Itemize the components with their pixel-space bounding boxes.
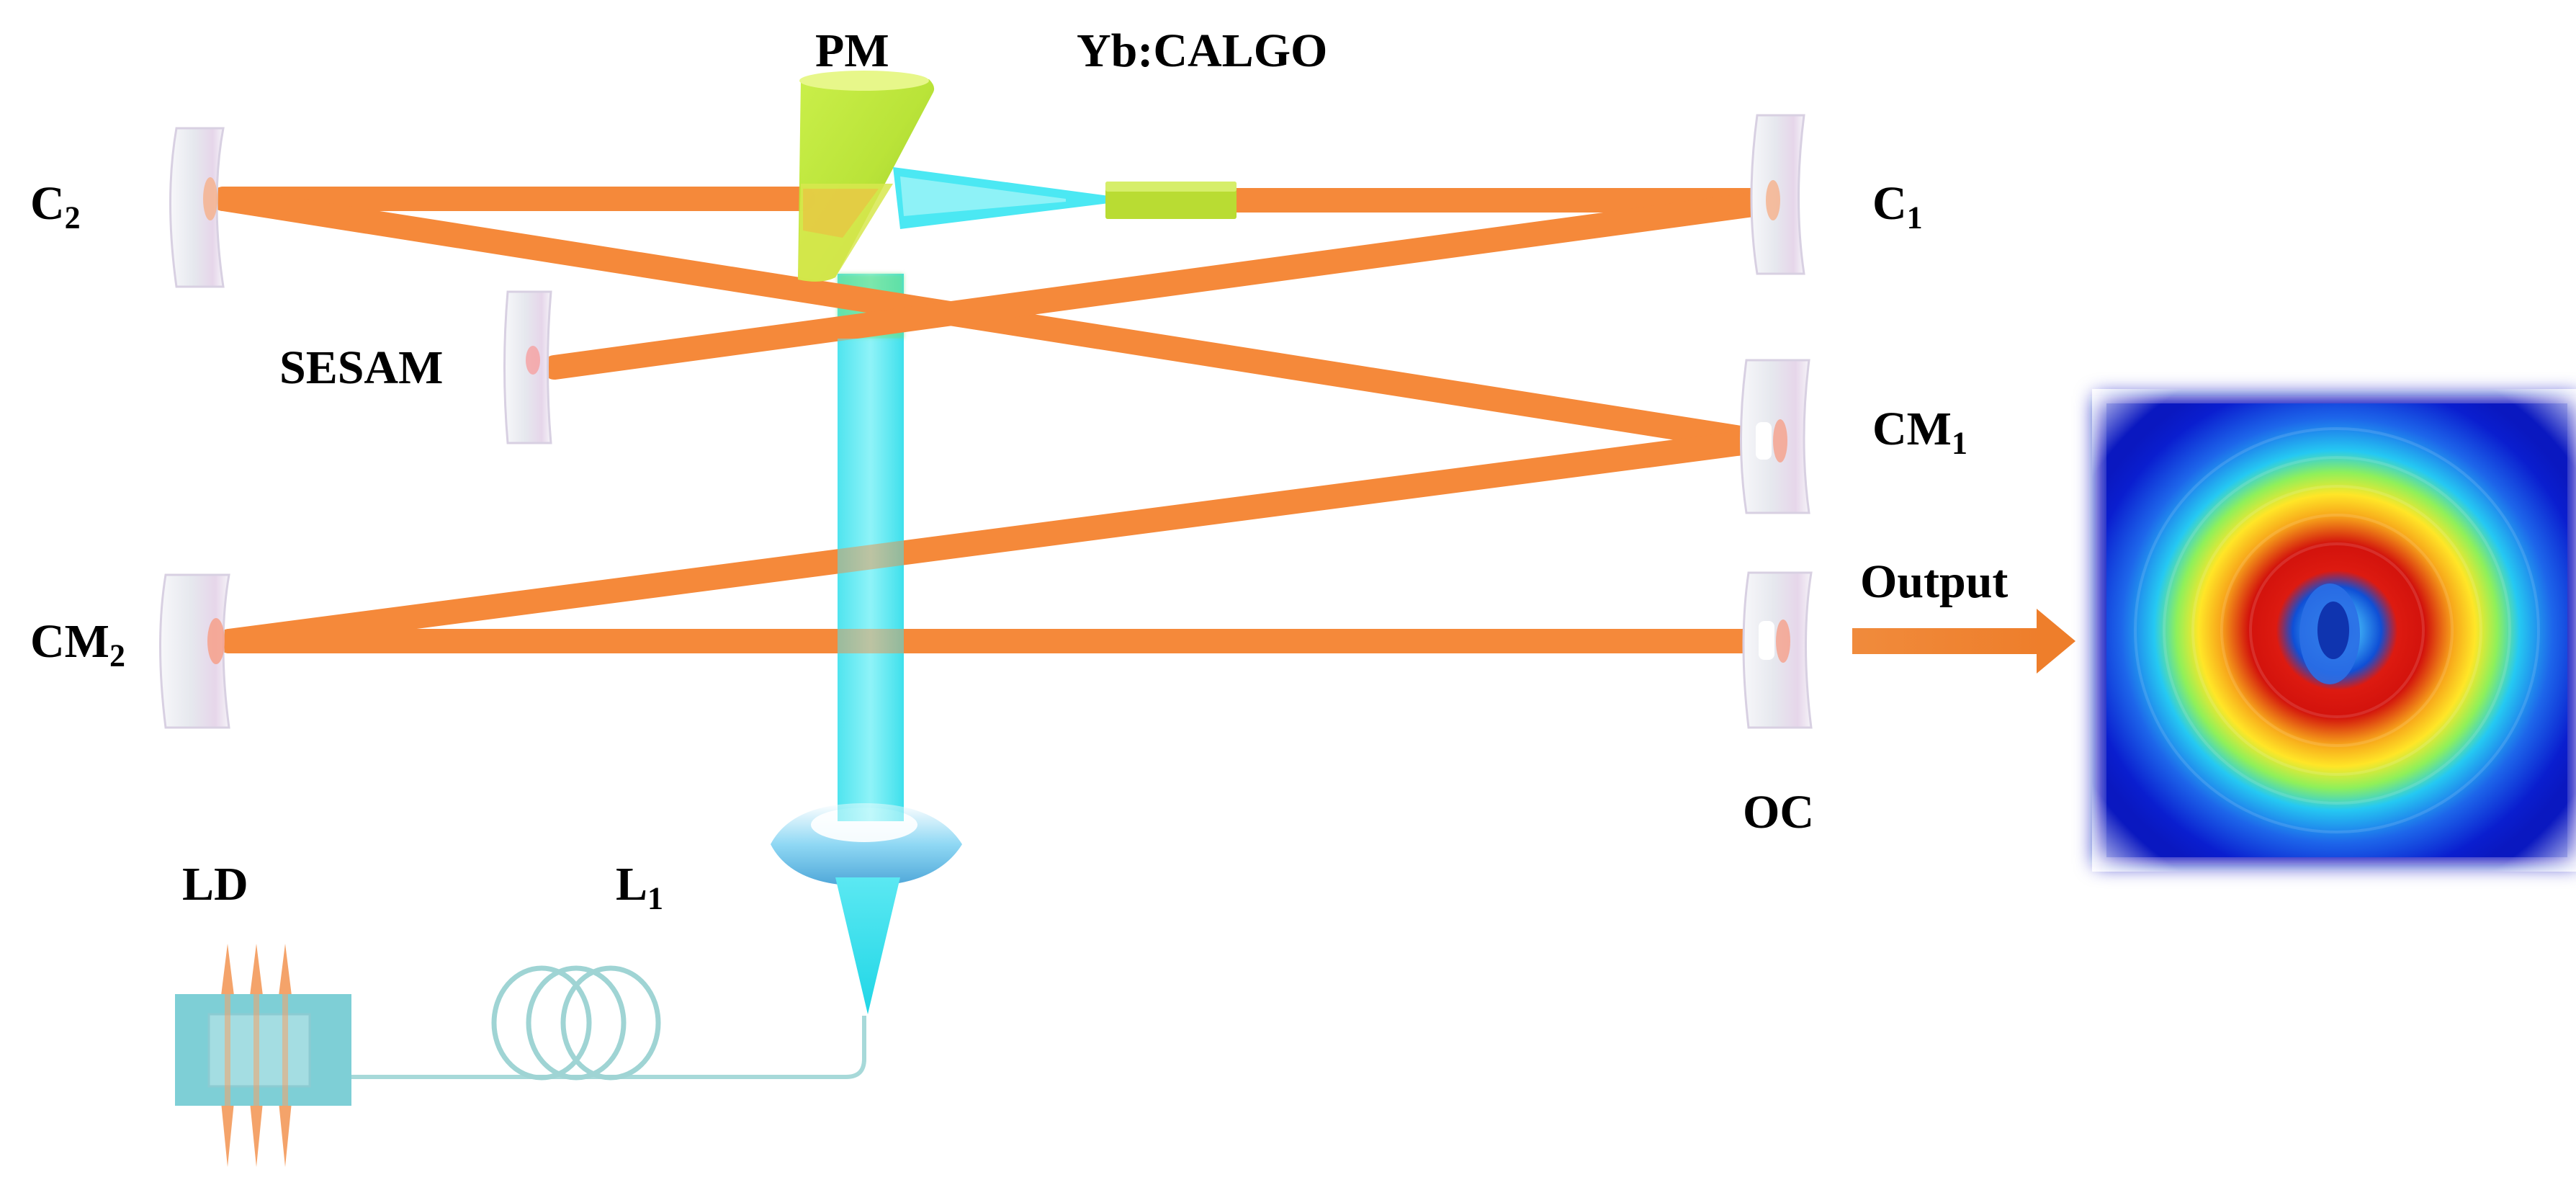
label-ld: LD: [182, 858, 248, 911]
prism-mirror-icon: [798, 71, 935, 282]
label-oc: OC: [1743, 786, 1814, 838]
label-cm1: CM1: [1872, 403, 1967, 461]
output-arrow-icon: [1852, 609, 2075, 674]
mirror-oc: [1742, 571, 1813, 729]
mirror-sesam: [503, 290, 552, 444]
mirror-c1: [1750, 114, 1805, 275]
label-l1: L1: [616, 858, 664, 916]
label-crystal: Yb:CALGO: [1077, 24, 1328, 77]
label-c2: C2: [30, 177, 81, 236]
fiber-line: [346, 1016, 866, 1079]
laser-beam: [211, 187, 1797, 653]
pump-cone: [835, 877, 900, 1014]
beam-profile-image: [2092, 389, 2576, 872]
label-pm: PM: [815, 24, 889, 77]
pump-beam-overlay: [838, 339, 904, 821]
label-output: Output: [1860, 555, 2009, 608]
mirror-c2: [169, 127, 225, 288]
fiber-coil-icon: [491, 965, 661, 1081]
pump-focus-wedge-highlight: [900, 176, 1066, 216]
label-c1: C1: [1872, 177, 1923, 236]
gain-crystal-highlight: [1105, 182, 1237, 192]
mirror-cm2: [159, 573, 230, 729]
label-cm2: CM2: [30, 615, 125, 674]
label-sesam: SESAM: [279, 341, 444, 394]
laser-diode-icon: [175, 944, 351, 1167]
mirror-cm1: [1740, 359, 1810, 514]
